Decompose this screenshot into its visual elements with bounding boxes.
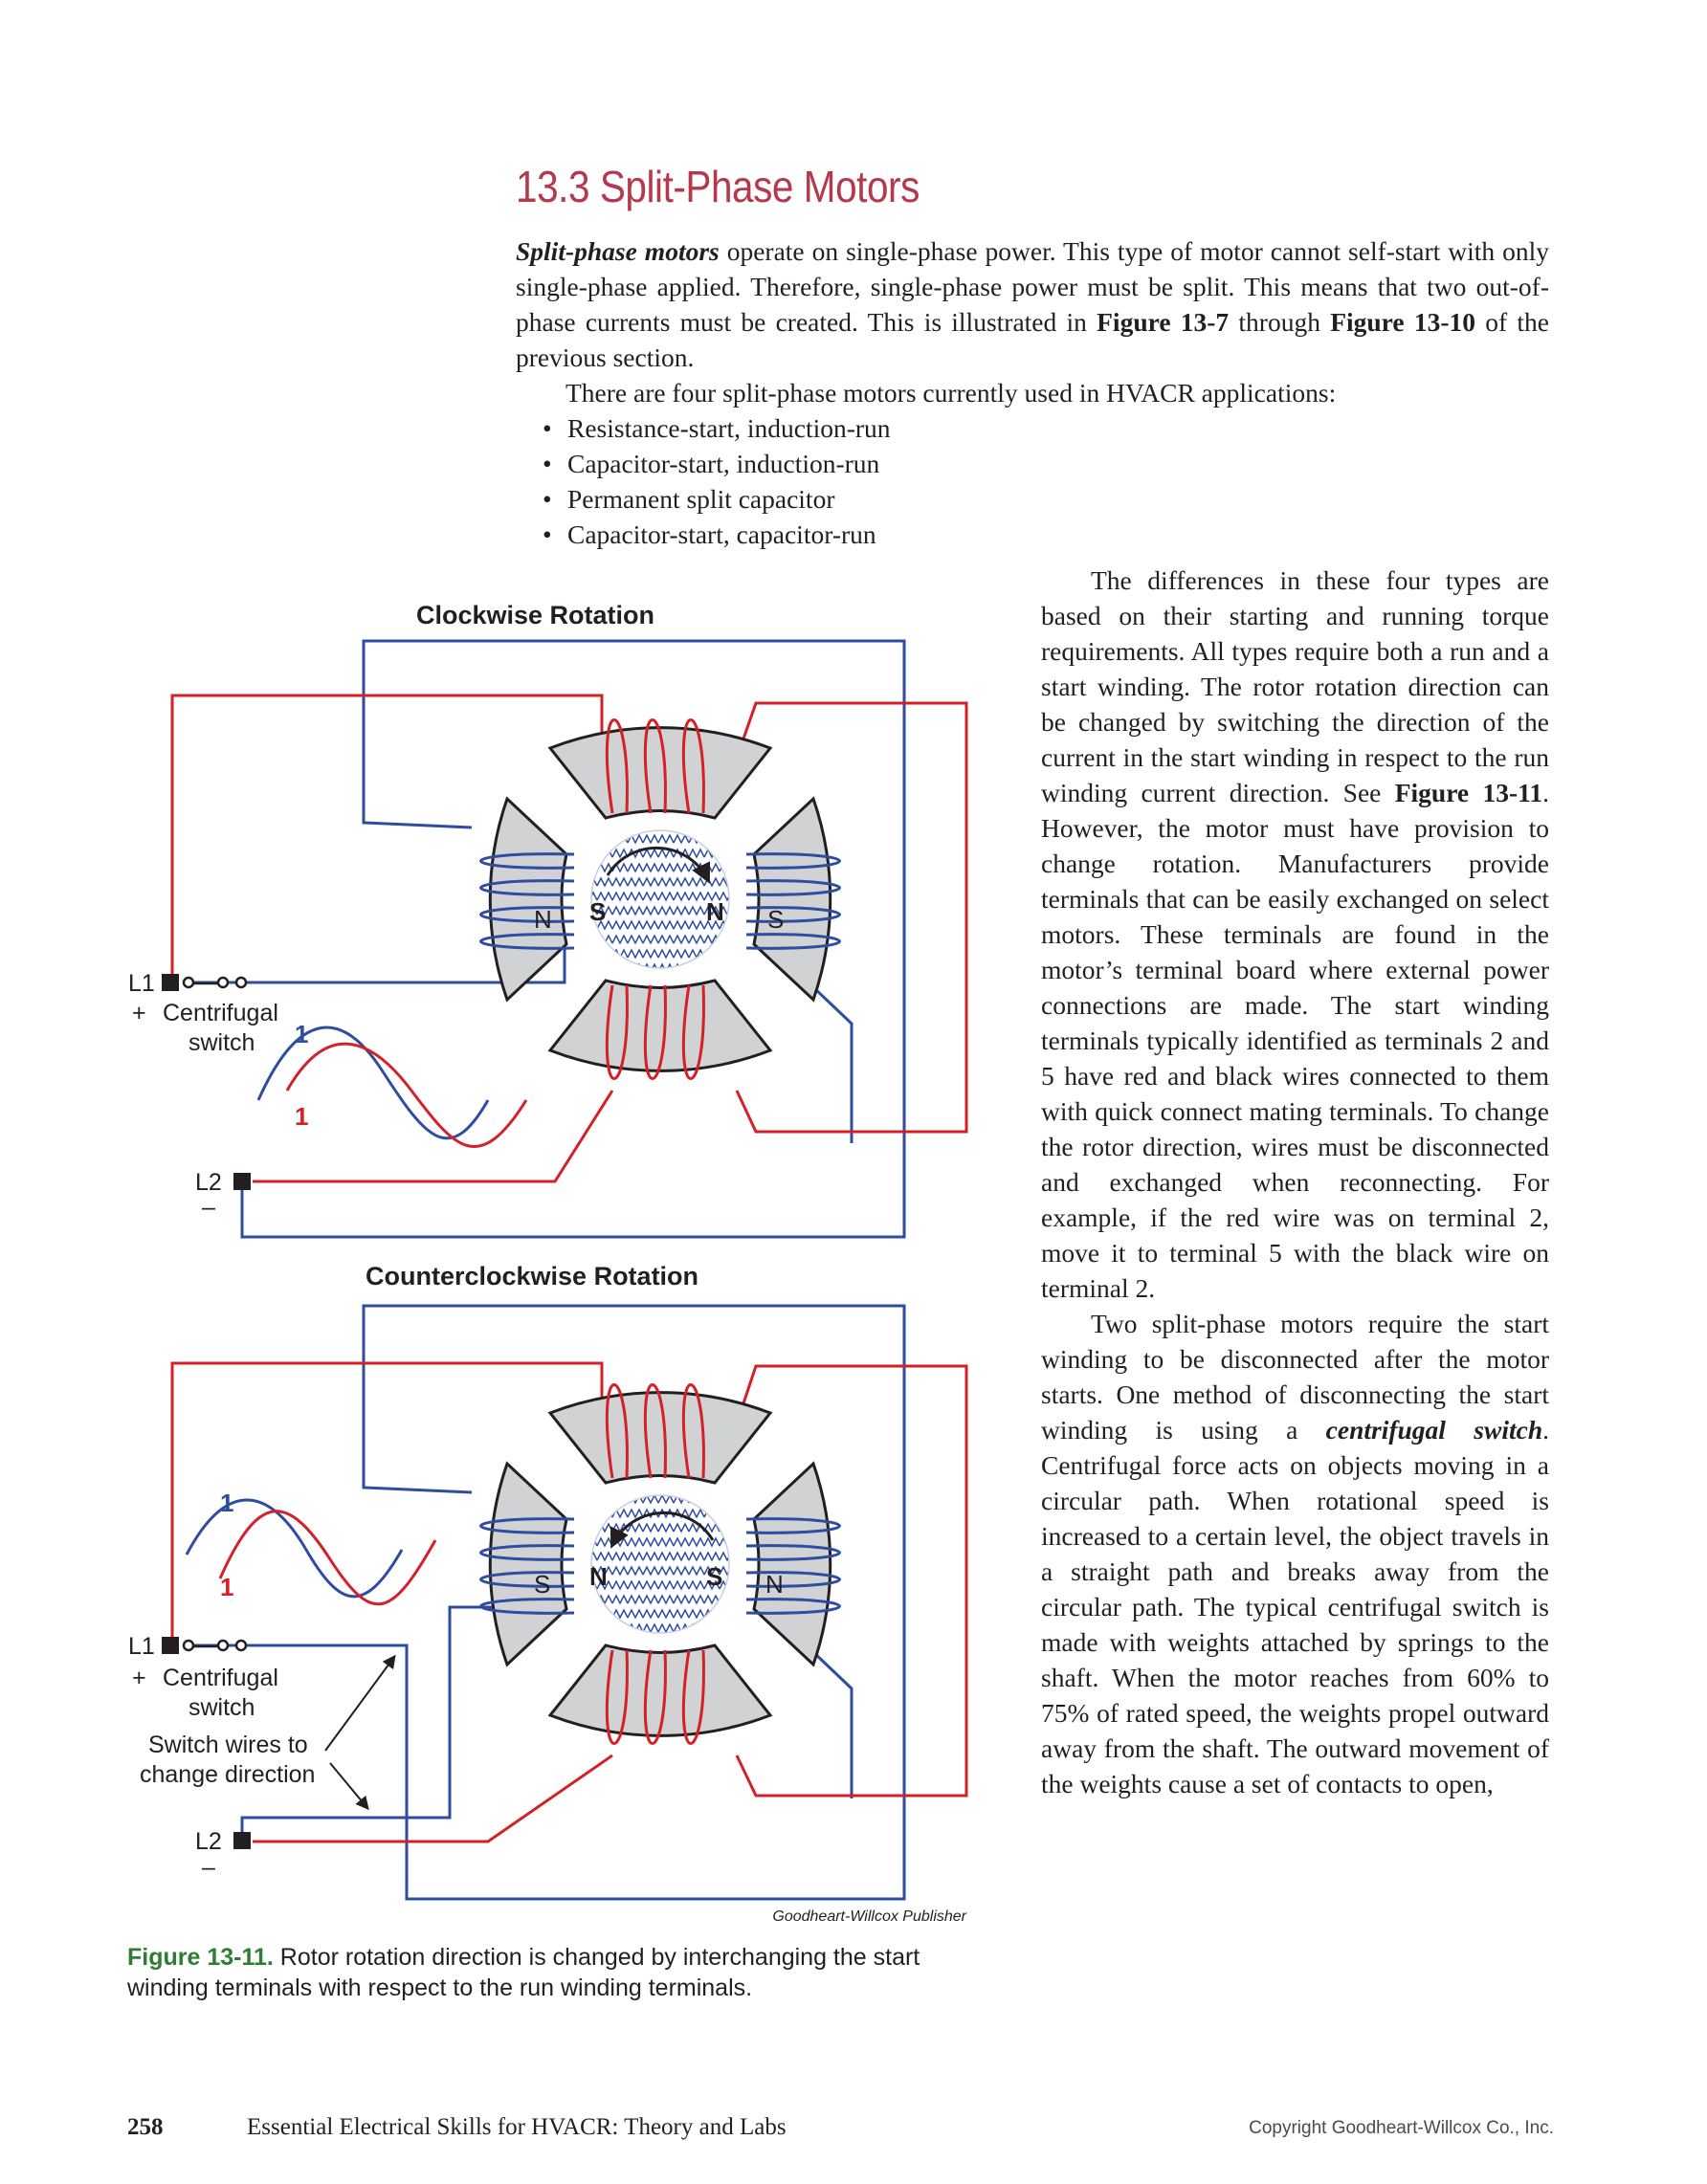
callout-arrow — [329, 1762, 369, 1811]
list-intro: There are four split-phase motors curren… — [565, 378, 1337, 408]
run-current-wave — [256, 1026, 490, 1140]
intro-text-2: through — [1229, 307, 1331, 337]
paragraph-rotation: The differences in these four types are … — [1041, 563, 1549, 1306]
book-title: Essential Electrical Skills for HVACR: T… — [247, 2114, 787, 2140]
run-wave-label: 1 — [295, 1020, 308, 1048]
l2-label: L2 — [195, 1828, 222, 1855]
centrifugal-switch-label: switch — [188, 1694, 255, 1721]
switch-contact — [182, 976, 195, 989]
clockwise-title: Clockwise Rotation — [416, 601, 654, 629]
run-coils — [479, 1517, 841, 1615]
figure-ref-13-7: Figure 13-7 — [1097, 307, 1230, 337]
centrifugal-switch-label: Centrifugal — [163, 1665, 278, 1691]
start-winding-wires — [170, 694, 968, 1183]
plus-sign: + — [132, 1000, 146, 1026]
stator-pole-label: S — [534, 1570, 550, 1599]
run-wave-label: 1 — [220, 1489, 233, 1517]
stator-pole-left — [488, 796, 568, 1003]
counterclockwise-title: Counterclockwise Rotation — [366, 1262, 698, 1291]
paragraph-text: . Centrifugal force acts on objects movi… — [1041, 1415, 1549, 1798]
stator-pole-right — [752, 1461, 832, 1667]
list-item: Permanent split capacitor — [543, 481, 1549, 517]
paragraph-centrifugal: Two split-phase motors require the start… — [1041, 1306, 1549, 1801]
intro-paragraph: Split-phase motors operate on single-pha… — [516, 233, 1549, 375]
stator-pole-left — [488, 1461, 568, 1667]
switch-contact — [234, 976, 248, 989]
caption-text: Rotor rotation direction is changed by i… — [127, 1944, 920, 2001]
image-credit: Goodheart-Willcox Publisher — [772, 1908, 966, 1925]
switch-contact — [234, 1639, 248, 1652]
rotor-pole-label: S — [706, 1562, 722, 1591]
start-coils — [605, 1383, 705, 1745]
l2-terminal — [233, 1832, 251, 1849]
right-column-text: The differences in these four types are … — [1041, 563, 1549, 1801]
stator-pole-top — [547, 726, 773, 820]
intro-text-1: operate on single-phase power. This type… — [516, 236, 1549, 337]
intro-block: Split-phase motors operate on single-pha… — [516, 233, 1549, 552]
list-item: Capacitor-start, capacitor-run — [543, 517, 1549, 552]
stator-pole-top — [547, 1391, 773, 1485]
minus-sign: – — [202, 1194, 215, 1221]
run-coils — [479, 852, 841, 950]
switch-note-label: Switch wires to — [148, 1732, 308, 1758]
rotation-arrow-counterclockwise — [610, 1511, 715, 1549]
callout-arrow — [324, 1654, 396, 1752]
term-split-phase-motors: Split-phase motors — [516, 236, 720, 266]
centrifugal-switch-label: switch — [188, 1029, 255, 1056]
list-item: Capacitor-start, induction-run — [543, 446, 1549, 481]
list-item: Resistance-start, induction-run — [543, 410, 1549, 446]
stator-poles — [488, 1391, 832, 1737]
stator-pole-label: N — [765, 1570, 784, 1599]
paragraph-text: The differences in these four types are … — [1041, 565, 1549, 807]
switch-contact — [182, 1639, 195, 1652]
start-wave-label: 1 — [220, 1573, 233, 1601]
l2-label: L2 — [195, 1169, 222, 1196]
l1-terminal — [162, 1637, 179, 1654]
page-footer: 258 Essential Electrical Skills for HVAC… — [0, 2114, 1707, 2152]
l2-terminal — [233, 1173, 251, 1190]
intro-text-3: of the previous section. — [516, 307, 1549, 372]
figure-ref-13-10: Figure 13-10 — [1330, 307, 1475, 337]
stator-pole-bottom — [547, 979, 773, 1072]
stator-pole-bottom — [547, 1644, 773, 1737]
paragraph-text: . However, the motor must have provision… — [1041, 778, 1549, 1303]
figure-ref-13-11: Figure 13-11 — [1394, 778, 1543, 807]
switch-note-label: change direction — [140, 1761, 315, 1788]
centrifugal-switch-label: Centrifugal — [163, 1000, 278, 1026]
caption-label: Figure 13-11. — [127, 1944, 274, 1971]
l1-label: L1 — [128, 1633, 155, 1660]
minus-sign: – — [202, 1854, 215, 1881]
rotor-pole-label: N — [706, 897, 724, 926]
start-wave-label: 1 — [295, 1102, 308, 1131]
l1-label: L1 — [128, 970, 155, 997]
page-number: 258 — [127, 2114, 164, 2140]
switch-contact — [216, 976, 230, 989]
copyright-notice: Copyright Goodheart-Willcox Co., Inc. — [1249, 2118, 1554, 2138]
stator-pole-right — [752, 796, 832, 1003]
stator-pole-label: N — [534, 905, 552, 934]
term-centrifugal-switch: centrifugal switch — [1325, 1415, 1543, 1445]
start-current-wave — [218, 1510, 437, 1606]
start-coils — [605, 718, 705, 1080]
l1-terminal — [162, 974, 179, 991]
paragraph-text: Two split-phase motors require the start… — [1041, 1309, 1549, 1445]
rotation-arrow-clockwise — [606, 846, 711, 884]
plus-sign: + — [132, 1665, 146, 1691]
run-current-wave — [185, 1498, 404, 1599]
figure-13-11-diagram: Clockwise Rotation — [128, 601, 968, 1925]
figure-caption: Figure 13-11. Rotor rotation direction i… — [127, 1942, 969, 2003]
rotor-pole-label: N — [589, 1562, 608, 1591]
section-title: 13.3 Split-Phase Motors — [516, 162, 920, 211]
start-winding-wires — [170, 1361, 968, 1843]
clockwise-diagram: Clockwise Rotation — [128, 601, 968, 1239]
start-current-wave — [285, 1042, 528, 1148]
rotor-pole-label: S — [589, 897, 606, 926]
stator-pole-label: S — [767, 905, 784, 934]
switch-contact — [216, 1639, 230, 1652]
motor-type-list: Resistance-start, induction-run Capacito… — [516, 410, 1549, 552]
counterclockwise-diagram: Counterclockwise Rotation — [128, 1262, 968, 1925]
